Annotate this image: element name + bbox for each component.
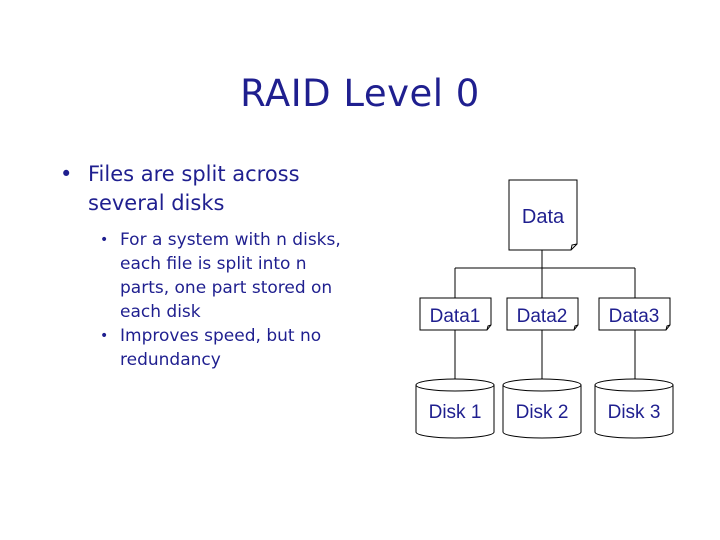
disk-label: Disk 3 xyxy=(608,402,661,423)
bullet-main: • Files are split across several disks •… xyxy=(60,160,360,372)
source-file-label: Data xyxy=(522,206,565,228)
disk-icon xyxy=(415,385,495,439)
slide-title: RAID Level 0 xyxy=(240,72,480,115)
bullet-dot-icon: • xyxy=(100,328,109,344)
document-icon xyxy=(506,297,579,331)
disk-top-icon xyxy=(594,378,674,392)
part-node-2: Data2 xyxy=(506,297,579,331)
disk-top-icon xyxy=(415,378,495,392)
disk-icon xyxy=(594,385,674,439)
sub-bullet-text: Improves speed, but no redundancy xyxy=(120,326,322,370)
source-file-node: Data xyxy=(508,179,578,251)
connector-lines xyxy=(454,250,636,380)
disk-icon xyxy=(502,385,582,439)
document-fold-icon xyxy=(486,324,492,331)
document-fold-icon xyxy=(665,324,671,331)
disk-top-icon xyxy=(502,378,582,392)
disk-label: Disk 1 xyxy=(429,402,482,423)
disk-node-1: Disk 1 xyxy=(415,378,495,439)
sub-bullet: • Improves speed, but no redundancy xyxy=(88,324,360,372)
sub-bullet-text: For a system with n disks, each file is … xyxy=(120,230,341,322)
document-icon xyxy=(598,297,671,331)
bullet-dot-icon: • xyxy=(100,232,109,248)
part-label: Data1 xyxy=(430,306,481,327)
disk-label: Disk 2 xyxy=(516,402,569,423)
document-fold-icon xyxy=(573,324,579,331)
sub-bullet: • For a system with n disks, each file i… xyxy=(88,228,360,324)
document-fold-icon xyxy=(570,243,578,251)
bullet-dot-icon: • xyxy=(60,162,73,186)
part-node-1: Data1 xyxy=(419,297,492,331)
document-icon xyxy=(419,297,492,331)
part-node-3: Data3 xyxy=(598,297,671,331)
document-icon xyxy=(508,179,578,251)
bullet-main-text: Files are split across several disks xyxy=(88,162,300,215)
part-label: Data3 xyxy=(609,306,660,327)
disk-node-2: Disk 2 xyxy=(502,378,582,439)
bullet-list: • Files are split across several disks •… xyxy=(60,160,360,372)
sub-bullet-list: • For a system with n disks, each file i… xyxy=(88,228,360,372)
disk-node-3: Disk 3 xyxy=(594,378,674,439)
part-label: Data2 xyxy=(517,306,568,327)
